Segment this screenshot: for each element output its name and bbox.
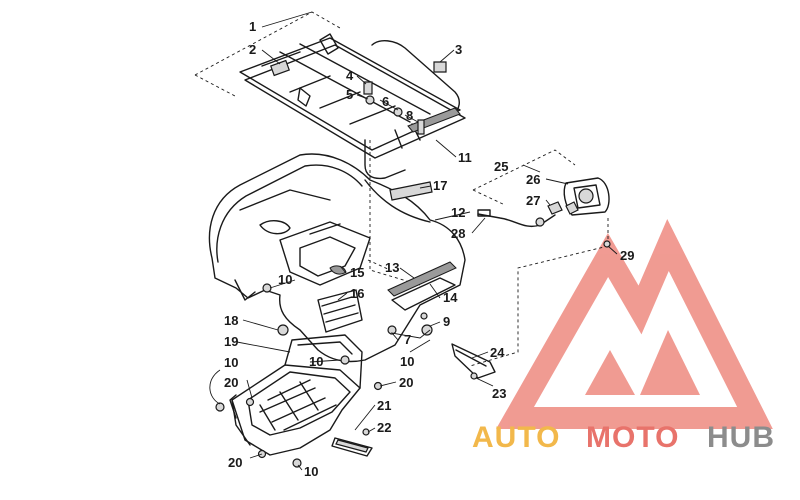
callout-3: 3 xyxy=(455,42,462,57)
callout-21: 21 xyxy=(377,398,391,413)
callout-6: 6 xyxy=(382,94,389,109)
rack-hardware xyxy=(363,61,447,135)
side-rail xyxy=(387,261,457,297)
watermark-wordmark: AUTO MOTO HUB xyxy=(472,421,775,454)
callout-25: 25 xyxy=(494,159,508,174)
callout-1: 1 xyxy=(249,19,256,34)
callout-labels: 1 2 3 4 5 6 8 11 17 12 28 25 26 27 29 15… xyxy=(224,19,634,479)
callout-20-right: 20 xyxy=(399,375,413,390)
harness-route xyxy=(469,245,609,367)
watermark-word-auto: AUTO xyxy=(472,421,560,454)
callout-20-left: 20 xyxy=(224,375,238,390)
step-plate xyxy=(331,437,373,457)
fastener-29 xyxy=(603,240,611,248)
callout-8: 8 xyxy=(406,108,413,123)
callout-22: 22 xyxy=(377,420,391,435)
callout-10-bottom: 10 xyxy=(304,464,318,479)
callout-10-right: 10 xyxy=(400,354,414,369)
leader-lines xyxy=(209,11,618,471)
fasteners xyxy=(215,283,433,468)
callout-5: 5 xyxy=(346,87,353,102)
callout-10-upper: 10 xyxy=(278,272,292,287)
callout-10-mid: 10 xyxy=(309,354,323,369)
callout-29: 29 xyxy=(620,248,634,263)
callout-9: 9 xyxy=(443,314,450,329)
callout-23: 23 xyxy=(492,386,506,401)
callout-14: 14 xyxy=(443,290,458,305)
callout-27: 27 xyxy=(526,193,540,208)
callout-4: 4 xyxy=(346,68,354,83)
callout-24: 24 xyxy=(490,345,505,360)
watermark-word-moto: MOTO xyxy=(586,421,679,454)
callout-20-bottom: 20 xyxy=(228,455,242,470)
callout-11: 11 xyxy=(458,150,472,165)
callout-13: 13 xyxy=(385,260,399,275)
callout-28: 28 xyxy=(451,226,465,241)
callout-17: 17 xyxy=(433,178,447,193)
taillight-assembly xyxy=(472,149,610,240)
callout-16: 16 xyxy=(350,286,364,301)
callout-7: 7 xyxy=(404,332,411,347)
callout-2: 2 xyxy=(249,42,256,57)
callout-15: 15 xyxy=(350,265,364,280)
callout-26: 26 xyxy=(526,172,540,187)
callout-12: 12 xyxy=(451,205,465,220)
rear-rack xyxy=(194,11,466,180)
footwell xyxy=(229,334,363,456)
callout-19: 19 xyxy=(224,334,238,349)
watermark-word-hub: HUB xyxy=(707,421,775,454)
callout-10-left: 10 xyxy=(224,355,238,370)
watermark-logo xyxy=(496,218,773,429)
callout-18: 18 xyxy=(224,313,238,328)
bracket xyxy=(451,343,496,380)
